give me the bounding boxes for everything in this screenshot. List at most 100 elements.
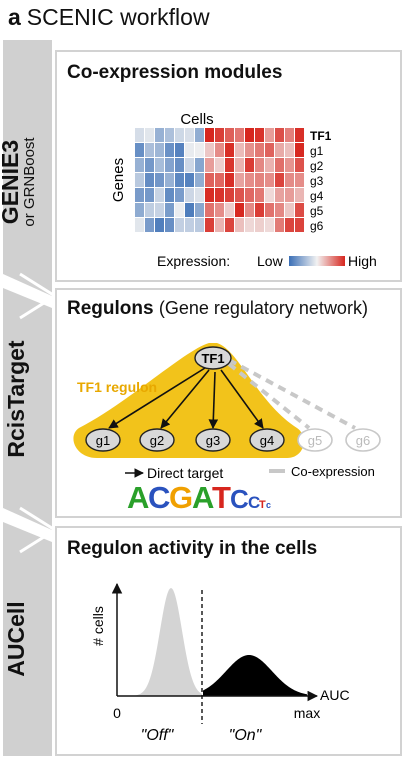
heatmap-cell — [195, 143, 204, 157]
heatmap-cell — [135, 158, 144, 172]
heatmap-cell — [235, 128, 244, 142]
heatmap-cell — [145, 128, 154, 142]
heatmap-cell — [145, 203, 154, 217]
network-figure: TF1 regulon TF1 g1 g2 g3 g4 — [73, 343, 381, 515]
heatmap-cell — [285, 143, 294, 157]
heatmap-cell — [265, 143, 274, 157]
heatmap-cell — [155, 128, 164, 142]
heatmap-cell — [265, 218, 274, 232]
heatmap-cell — [135, 173, 144, 187]
node-tf1 — [194, 346, 232, 370]
cells-label: Cells — [180, 111, 213, 128]
heatmap-cell — [295, 143, 304, 157]
heatmap-cell — [255, 188, 264, 202]
heatmap-row-label: g1 — [310, 144, 324, 158]
heatmap-cell — [215, 143, 224, 157]
node-label: g6 — [356, 433, 370, 448]
step-tool: AUCell — [3, 601, 29, 677]
heatmap-cell — [235, 203, 244, 217]
motif-letter: c — [266, 500, 271, 510]
x-axis-label: AUC — [320, 687, 350, 703]
heatmap-cell — [135, 218, 144, 232]
heatmap-cell — [175, 158, 184, 172]
heatmap-cell — [255, 218, 264, 232]
step-label-aucell: AUCell — [3, 589, 30, 689]
heatmap-cell — [245, 143, 254, 157]
motif-letter: A — [192, 480, 214, 515]
heatmap-cell — [145, 188, 154, 202]
heatmap-cell — [275, 143, 284, 157]
heatmap-cell — [225, 158, 234, 172]
heatmap-cell — [195, 203, 204, 217]
heatmap-cell — [145, 143, 154, 157]
step-tool: RcisTarget — [3, 340, 29, 458]
on-distribution — [203, 655, 307, 696]
heatmap-cell — [175, 143, 184, 157]
heatmap-cell — [275, 173, 284, 187]
heatmap-cell — [205, 188, 214, 202]
heatmap-cell — [175, 203, 184, 217]
node-g6: g6 — [345, 428, 381, 452]
heatmap-cell — [235, 188, 244, 202]
heatmap-cell — [275, 188, 284, 202]
heatmap-cell — [185, 143, 194, 157]
heatmap-cell — [295, 218, 304, 232]
heatmap-row-label: TF1 — [310, 129, 332, 143]
heatmap-cell — [195, 128, 204, 142]
genes-label: Genes — [110, 158, 127, 202]
heatmap-cell — [175, 173, 184, 187]
heatmap-cell — [265, 158, 274, 172]
node-tf1-label: TF1 — [201, 351, 224, 366]
node-label: g5 — [308, 433, 322, 448]
heatmap-cell — [175, 188, 184, 202]
node-label: g2 — [150, 433, 164, 448]
heatmap-cell — [225, 128, 234, 142]
heatmap-cell — [255, 173, 264, 187]
panel-title-rest: (Gene regulatory network) — [158, 298, 368, 318]
auc-histogram: # cells AUC 0 max "Off" "On" — [90, 582, 350, 744]
heatmap-cell — [255, 128, 264, 142]
heatmap-cell — [285, 188, 294, 202]
heatmap-cell — [295, 188, 304, 202]
heatmap-cell — [235, 158, 244, 172]
heatmap-cell — [205, 203, 214, 217]
heatmap-cell — [215, 158, 224, 172]
heatmap-cell — [235, 218, 244, 232]
heatmap-cell — [275, 203, 284, 217]
panel-title: Regulons (Gene regulatory network) — [67, 298, 368, 320]
node-g5: g5 — [297, 428, 333, 452]
legend-high: High — [348, 253, 377, 269]
heatmap-row-label: g3 — [310, 174, 324, 188]
heatmap-cell — [285, 158, 294, 172]
on-label: "On" — [229, 727, 263, 744]
direct-edge-g2 — [160, 369, 210, 429]
heatmap-cell — [235, 143, 244, 157]
panel-title: Co-expression modules — [67, 62, 283, 83]
heatmap-cell — [265, 203, 274, 217]
heatmap-cell — [295, 173, 304, 187]
heatmap-cell — [205, 218, 214, 232]
x-max-label: max — [294, 705, 320, 721]
heatmap-cell — [275, 218, 284, 232]
motif-letter: C — [248, 493, 260, 512]
heatmap-cell — [165, 158, 174, 172]
heatmap-cell — [205, 158, 214, 172]
step-label-genie3: GENIE3 or GRNBoost — [0, 102, 42, 262]
heatmap-cell — [205, 128, 214, 142]
heatmap-cell — [185, 173, 194, 187]
legend-coexp-label: Co-expression — [291, 464, 375, 479]
heatmap-cell — [155, 173, 164, 187]
heatmap-cell — [155, 188, 164, 202]
heatmap-cell — [135, 203, 144, 217]
panel-title: Regulon activity in the cells — [67, 538, 318, 559]
heatmap-row-label: g4 — [310, 189, 324, 203]
heatmap-cell — [215, 203, 224, 217]
heatmap-cell — [215, 188, 224, 202]
motif-letter: A — [127, 480, 149, 515]
heatmap-cell — [165, 173, 174, 187]
heatmap-cell — [245, 158, 254, 172]
heatmap-cell — [145, 158, 154, 172]
heatmap-cell — [185, 188, 194, 202]
